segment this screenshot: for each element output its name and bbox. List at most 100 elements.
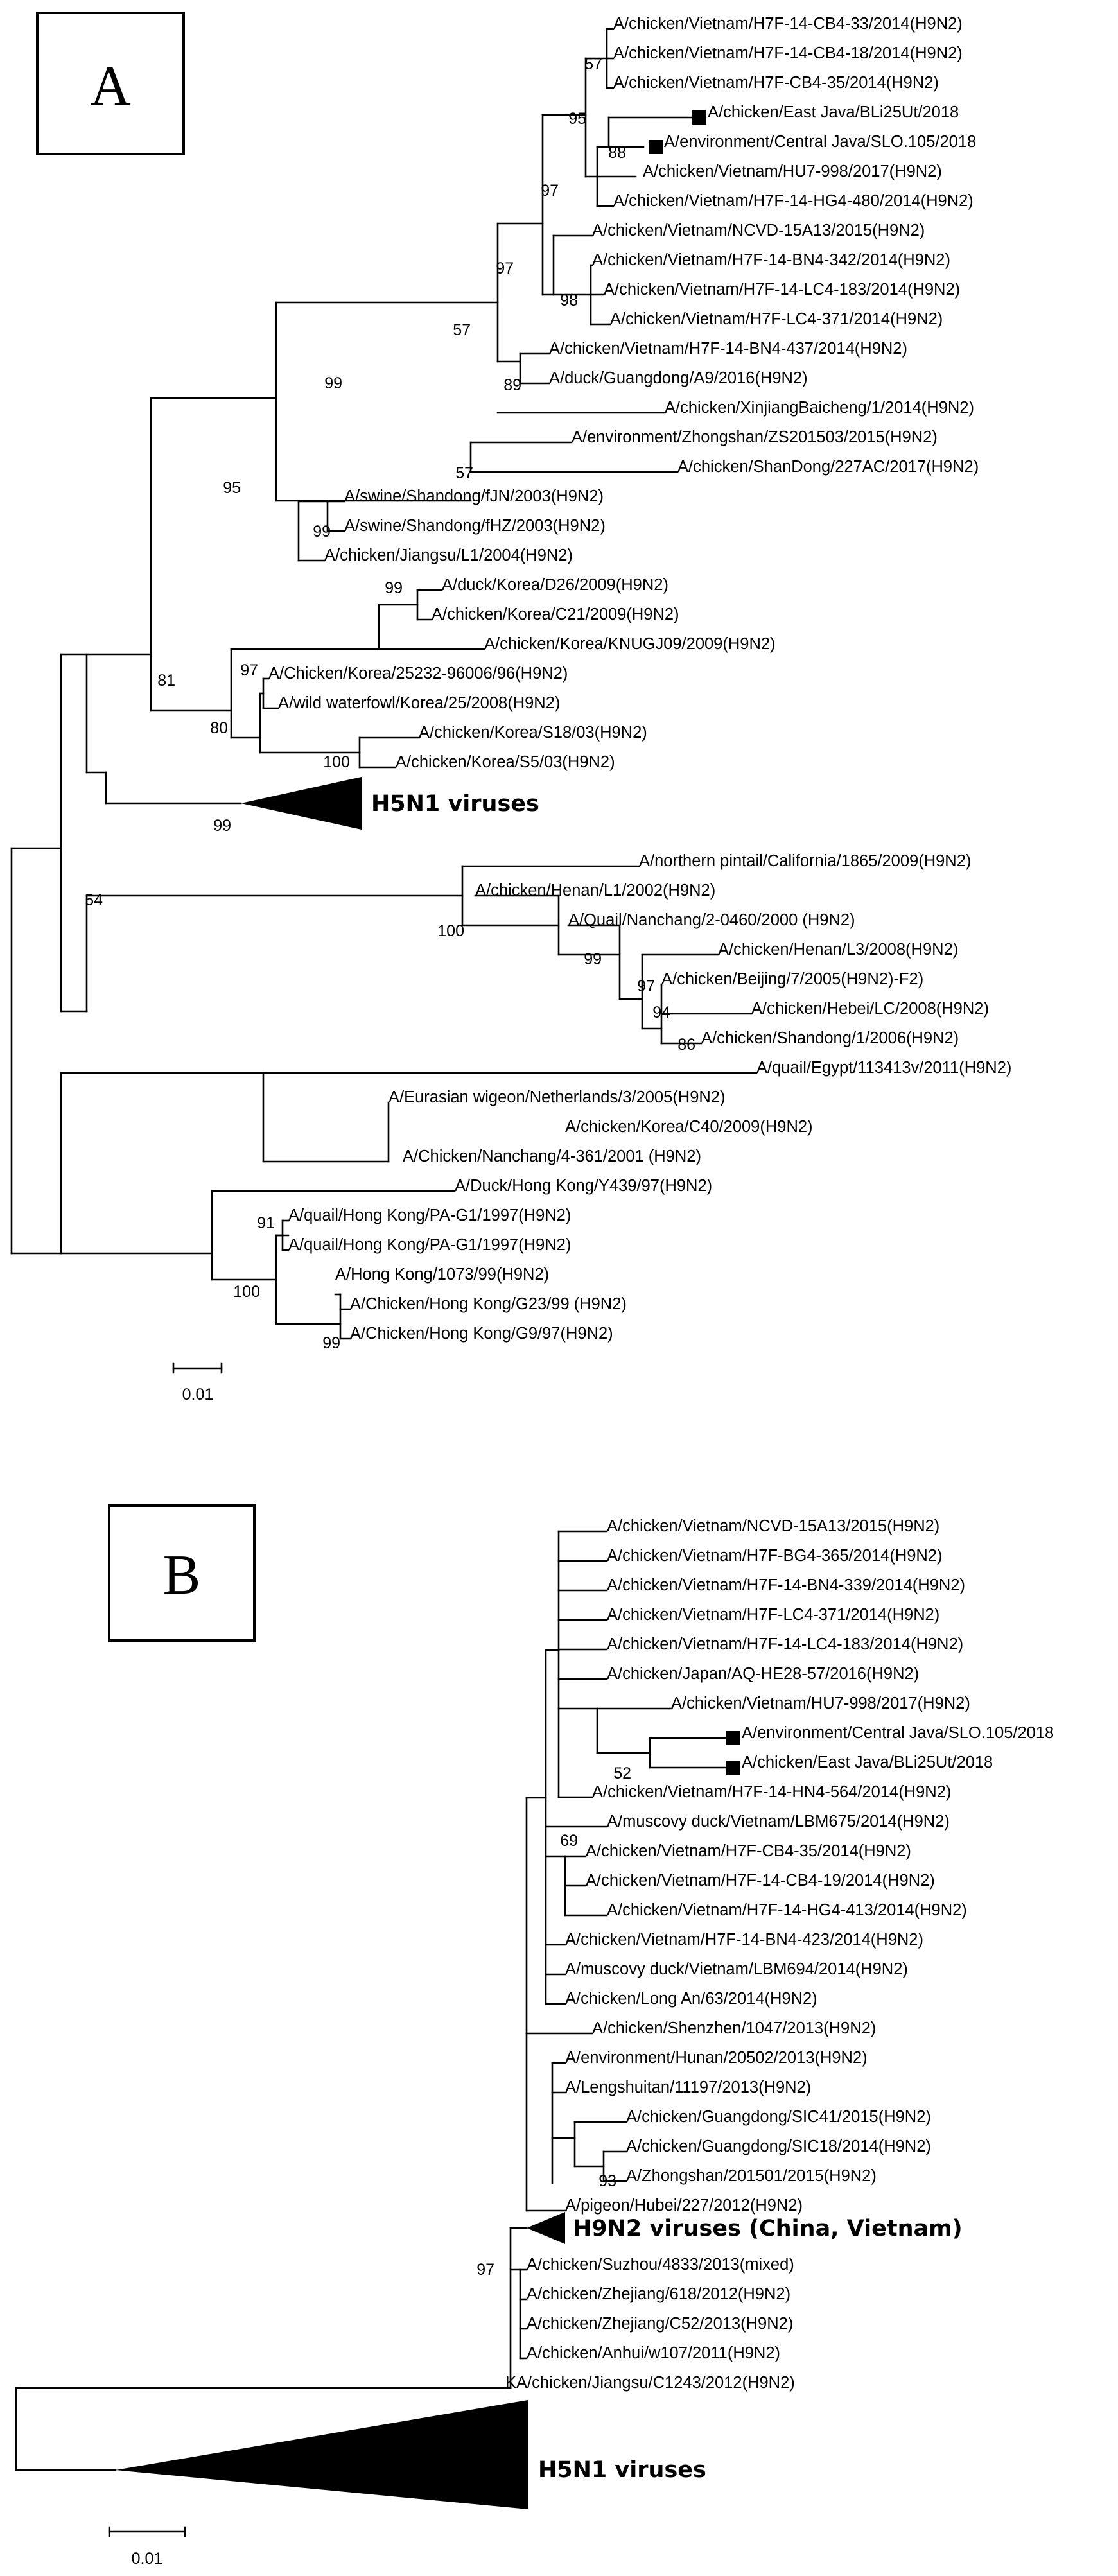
leaf-label: A/wild waterfowl/Korea/25/2008(H9N2) <box>278 694 560 712</box>
leaf-label: A/chicken/Vietnam/H7F-BG4-365/2014(H9N2) <box>607 1547 943 1565</box>
panel-b-h5n1-collapsed-clade <box>116 2400 528 2509</box>
leaf-label: A/Zhongshan/201501/2015(H9N2) <box>626 2167 877 2185</box>
leaf-label: A/chicken/Vietnam/H7F-14-HG4-480/2014(H9… <box>613 192 974 210</box>
panel-a-markers <box>649 110 706 154</box>
bootstrap-value: 100 <box>437 922 464 940</box>
bootstrap-value: 86 <box>677 1036 695 1054</box>
leaf-label: A/quail/Egypt/113413v/2011(H9N2) <box>756 1059 1011 1077</box>
leaf-label: A/environment/Hunan/20502/2013(H9N2) <box>565 2049 868 2067</box>
leaf-label: A/quail/Hong Kong/PA-G1/1997(H9N2) <box>288 1236 571 1254</box>
panel-a-letter: A <box>90 55 131 117</box>
bootstrap-value: 57 <box>584 55 602 73</box>
bootstrap-value: 69 <box>560 1832 578 1850</box>
leaf-label: A/muscovy duck/Vietnam/LBM675/2014(H9N2) <box>607 1813 950 1831</box>
bootstrap-value: 93 <box>598 2172 616 2190</box>
panel-b-branches <box>15 1530 727 2471</box>
bootstrap-value: 97 <box>637 977 655 995</box>
leaf-label: A/Chicken/Hong Kong/G9/97(H9N2) <box>350 1325 613 1343</box>
leaf-label: A/chicken/ShanDong/227AC/2017(H9N2) <box>677 458 979 476</box>
leaf-label: A/chicken/Henan/L1/2002(H9N2) <box>475 882 715 900</box>
leaf-label: A/chicken/Vietnam/H7F-14-BN4-342/2014(H9… <box>592 251 950 269</box>
leaf-label: A/chicken/Vietnam/H7F-14-BN4-339/2014(H9… <box>607 1576 965 1594</box>
leaf-label: A/chicken/Vietnam/H7F-14-LC4-183/2014(H9… <box>607 1635 963 1653</box>
bootstrap-value: 88 <box>608 144 626 162</box>
panel-a-bootstrap-values: 57 95 88 97 98 97 57 89 99 57 95 99 99 8… <box>85 55 695 1352</box>
bootstrap-value: 52 <box>613 1764 631 1782</box>
leaf-label: A/chicken/Zhejiang/C52/2013(H9N2) <box>527 2315 793 2333</box>
leaf-label: A/chicken/Vietnam/H7F-14-BN4-437/2014(H9… <box>549 340 907 358</box>
leaf-label: A/chicken/Vietnam/NCVD-15A13/2015(H9N2) <box>592 222 925 239</box>
leaf-label: A/Lengshuitan/11197/2013(H9N2) <box>565 2078 811 2096</box>
panel-a-h5n1-collapsed-clade <box>241 777 362 830</box>
leaf-label: A/chicken/Shenzhen/1047/2013(H9N2) <box>592 2019 876 2037</box>
leaf-label: A/pigeon/Hubei/227/2012(H9N2) <box>565 2197 803 2215</box>
leaf-label: A/duck/Guangdong/A9/2016(H9N2) <box>549 369 808 387</box>
panel-b-scale-bar: 0.01 <box>108 2526 186 2568</box>
panel-a-scale-bar: 0.01 <box>172 1362 223 1404</box>
panel-b-scale-label: 0.01 <box>132 2550 163 2568</box>
leaf-label: A/muscovy duck/Vietnam/LBM694/2014(H9N2) <box>565 1960 908 1978</box>
bootstrap-value: 100 <box>233 1283 260 1301</box>
leaf-label: A/chicken/Vietnam/H7F-14-CB4-18/2014(H9N… <box>613 44 963 62</box>
panel-b-bootstrap-values: 52 69 93 97 <box>476 1764 631 2279</box>
bootstrap-value: 99 <box>385 579 403 597</box>
bootstrap-value: 94 <box>652 1004 670 1022</box>
bootstrap-value: 81 <box>157 672 175 690</box>
leaf-label: A/chicken/East Java/BLi25Ut/2018 <box>708 103 959 121</box>
leaf-label: A/chicken/Beijing/7/2005(H9N2)-F2) <box>661 970 923 988</box>
leaf-label: A/Chicken/Korea/25232-96006/96(H9N2) <box>268 665 568 683</box>
leaf-label: A/chicken/Vietnam/H7F-LC4-371/2014(H9N2) <box>610 310 943 328</box>
leaf-label: A/chicken/Anhui/w107/2011(H9N2) <box>527 2344 780 2362</box>
leaf-label: A/chicken/Vietnam/H7F-14-LC4-183/2014(H9… <box>604 281 960 299</box>
leaf-label: A/Quail/Nanchang/2-0460/2000 (H9N2) <box>568 911 855 929</box>
panel-b-markers <box>726 1731 740 1775</box>
bootstrap-value: 100 <box>323 753 350 771</box>
bootstrap-value: 57 <box>455 464 473 482</box>
panel-a-leaf-labels: A/chicken/Vietnam/H7F-14-CB4-33/2014(H9N… <box>268 15 1011 1343</box>
bootstrap-value: 89 <box>503 376 521 394</box>
bootstrap-value: 98 <box>560 292 578 309</box>
bootstrap-value: 99 <box>324 374 342 392</box>
panel-b-letter: B <box>163 1544 201 1606</box>
leaf-label: A/chicken/Vietnam/H7F-CB4-35/2014(H9N2) <box>586 1842 911 1860</box>
leaf-label: A/chicken/Korea/S5/03(H9N2) <box>396 753 615 771</box>
bootstrap-value: 97 <box>476 2261 494 2279</box>
indonesian-isolate-marker <box>649 140 663 154</box>
indonesian-isolate-marker <box>692 110 706 125</box>
bootstrap-value: 97 <box>496 259 514 277</box>
leaf-label: A/environment/Zhongshan/ZS201503/2015(H9… <box>572 428 938 446</box>
leaf-label: A/chicken/Vietnam/H7F-CB4-35/2014(H9N2) <box>613 74 939 92</box>
leaf-label: A/Chicken/Hong Kong/G23/99 (H9N2) <box>350 1295 627 1313</box>
bootstrap-value: 99 <box>584 950 602 968</box>
leaf-label: A/Chicken/Nanchang/4-361/2001 (H9N2) <box>403 1147 701 1165</box>
leaf-label: A/chicken/Korea/KNUGJ09/2009(H9N2) <box>484 635 776 653</box>
panel-b-letter-box <box>108 1504 256 1642</box>
indonesian-isolate-marker <box>726 1731 740 1745</box>
leaf-label: A/chicken/Vietnam/H7F-14-BN4-423/2014(H9… <box>565 1931 923 1949</box>
leaf-label: A/chicken/East Java/BLi25Ut/2018 <box>742 1754 993 1771</box>
leaf-label: A/chicken/Henan/L3/2008(H9N2) <box>718 941 958 959</box>
bootstrap-value: 97 <box>240 661 258 679</box>
leaf-label: A/environment/Central Java/SLO.105/2018 <box>664 133 976 151</box>
leaf-label: A/Eurasian wigeon/Netherlands/3/2005(H9N… <box>389 1088 725 1106</box>
panel-a-branches <box>10 28 758 1340</box>
bootstrap-value: 54 <box>85 891 103 909</box>
leaf-label: A/Duck/Hong Kong/Y439/97(H9N2) <box>455 1177 712 1195</box>
leaf-label: A/Hong Kong/1073/99(H9N2) <box>335 1266 549 1284</box>
panel-a-h5n1-label: H5N1 viruses <box>371 791 539 817</box>
bootstrap-value: 95 <box>223 479 241 497</box>
leaf-label: A/environment/Central Java/SLO.105/2018 <box>742 1724 1054 1742</box>
panel-b-tree: B A/chicken/Vietnam/NCVD-15A13/2015(H9N2… <box>15 1504 1054 2568</box>
indonesian-isolate-marker <box>726 1761 740 1775</box>
leaf-label: A/quail/Hong Kong/PA-G1/1997(H9N2) <box>288 1206 571 1224</box>
bootstrap-value: 80 <box>210 719 228 737</box>
leaf-label: A/chicken/Hebei/LC/2008(H9N2) <box>751 1000 989 1018</box>
leaf-label: A/chicken/Vietnam/NCVD-15A13/2015(H9N2) <box>607 1517 939 1535</box>
leaf-label: A/chicken/Korea/C40/2009(H9N2) <box>565 1118 813 1136</box>
leaf-label: A/chicken/Long An/63/2014(H9N2) <box>565 1990 817 2008</box>
bootstrap-value: 95 <box>568 110 586 128</box>
leaf-label: A/swine/Shandong/fJN/2003(H9N2) <box>344 487 604 505</box>
leaf-label: A/northern pintail/California/1865/2009(… <box>639 852 971 870</box>
panel-b-leaf-labels: A/chicken/Vietnam/NCVD-15A13/2015(H9N2) … <box>505 1517 1054 2392</box>
